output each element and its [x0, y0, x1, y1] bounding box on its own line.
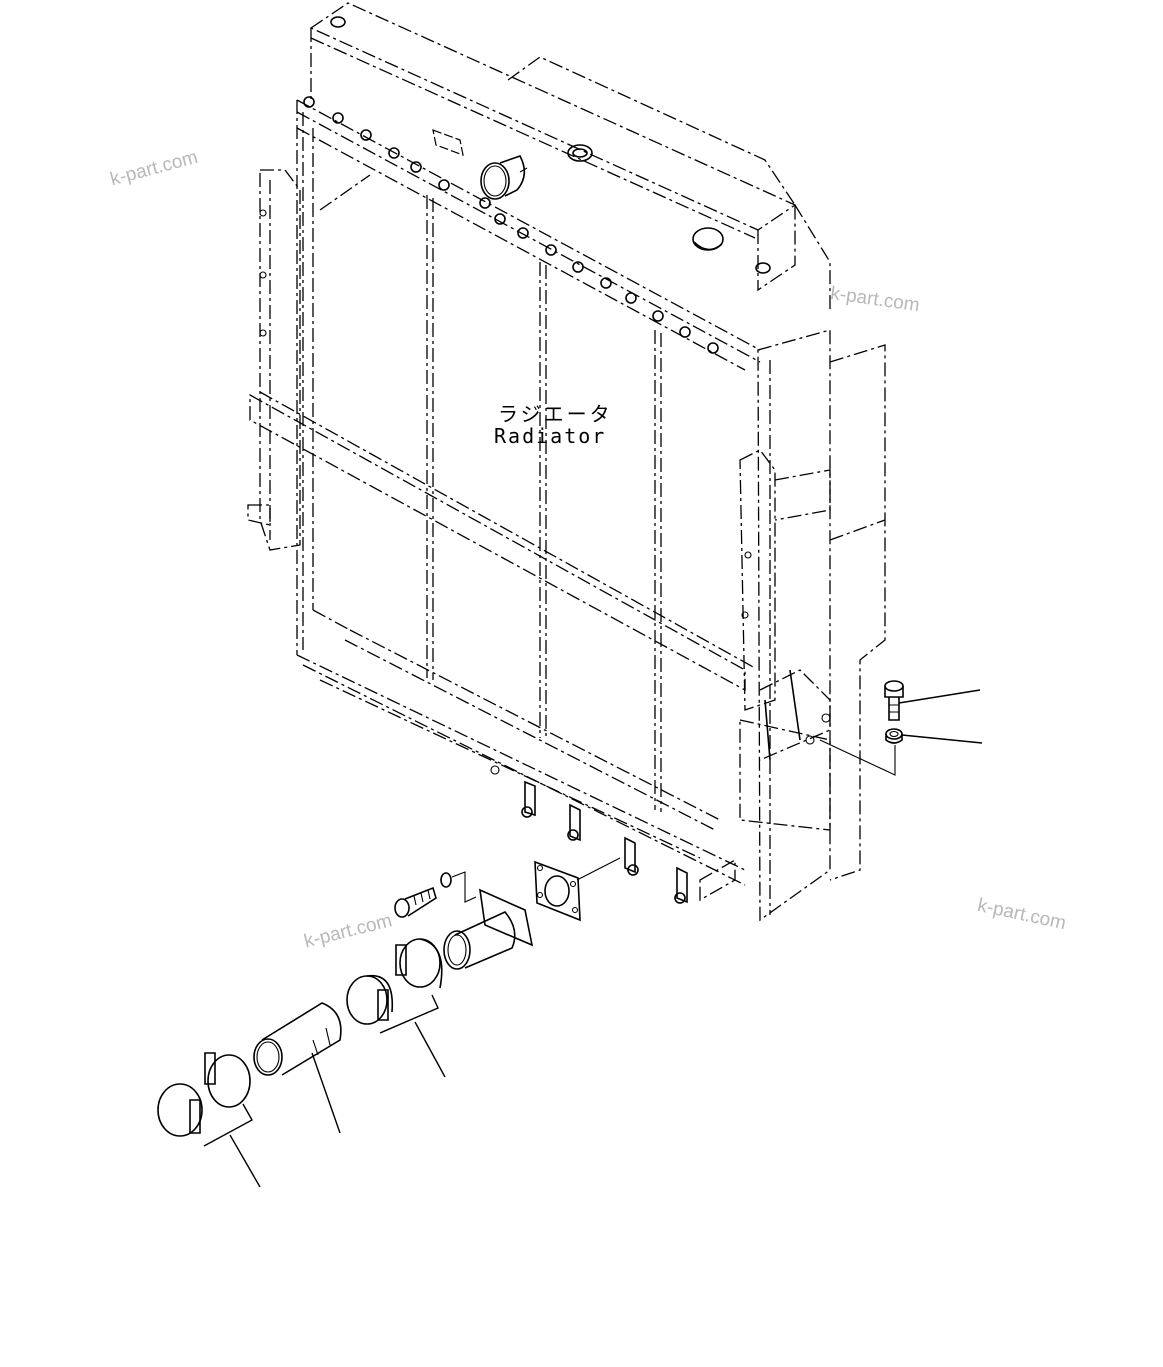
radiator-label-japanese: ラジエータ: [498, 402, 613, 426]
washer: [885, 728, 903, 744]
upper-inlet-pipe: [480, 155, 528, 200]
flange-bolts: [303, 96, 719, 354]
leader-line-bolt-position: [819, 739, 896, 776]
radiator-core-frame: [296, 100, 746, 886]
hose: [253, 1002, 342, 1076]
leader-line-clamp-lower: [229, 1134, 261, 1188]
hose-clamp-pair-lower: [157, 1052, 253, 1147]
leader-line-washer: [901, 734, 983, 744]
right-side-tank: [739, 329, 886, 922]
hose-clamp-pair-upper: [346, 938, 443, 1034]
bolt: [884, 680, 904, 721]
radiator-label-english: Radiator: [494, 424, 607, 448]
leader-line-clamp-upper: [414, 1021, 446, 1078]
outlet-elbow: [443, 888, 534, 970]
leader-line-bolt: [898, 689, 981, 704]
radiator-upper-flange: [296, 96, 761, 371]
outlet-pipe-bolt: [394, 871, 477, 918]
bottom-lugs: [490, 765, 736, 904]
gasket: [534, 857, 621, 922]
leader-line-hose: [311, 1052, 341, 1134]
left-side-bracket: [247, 169, 301, 551]
radiator-top-tank: [309, 2, 831, 310]
